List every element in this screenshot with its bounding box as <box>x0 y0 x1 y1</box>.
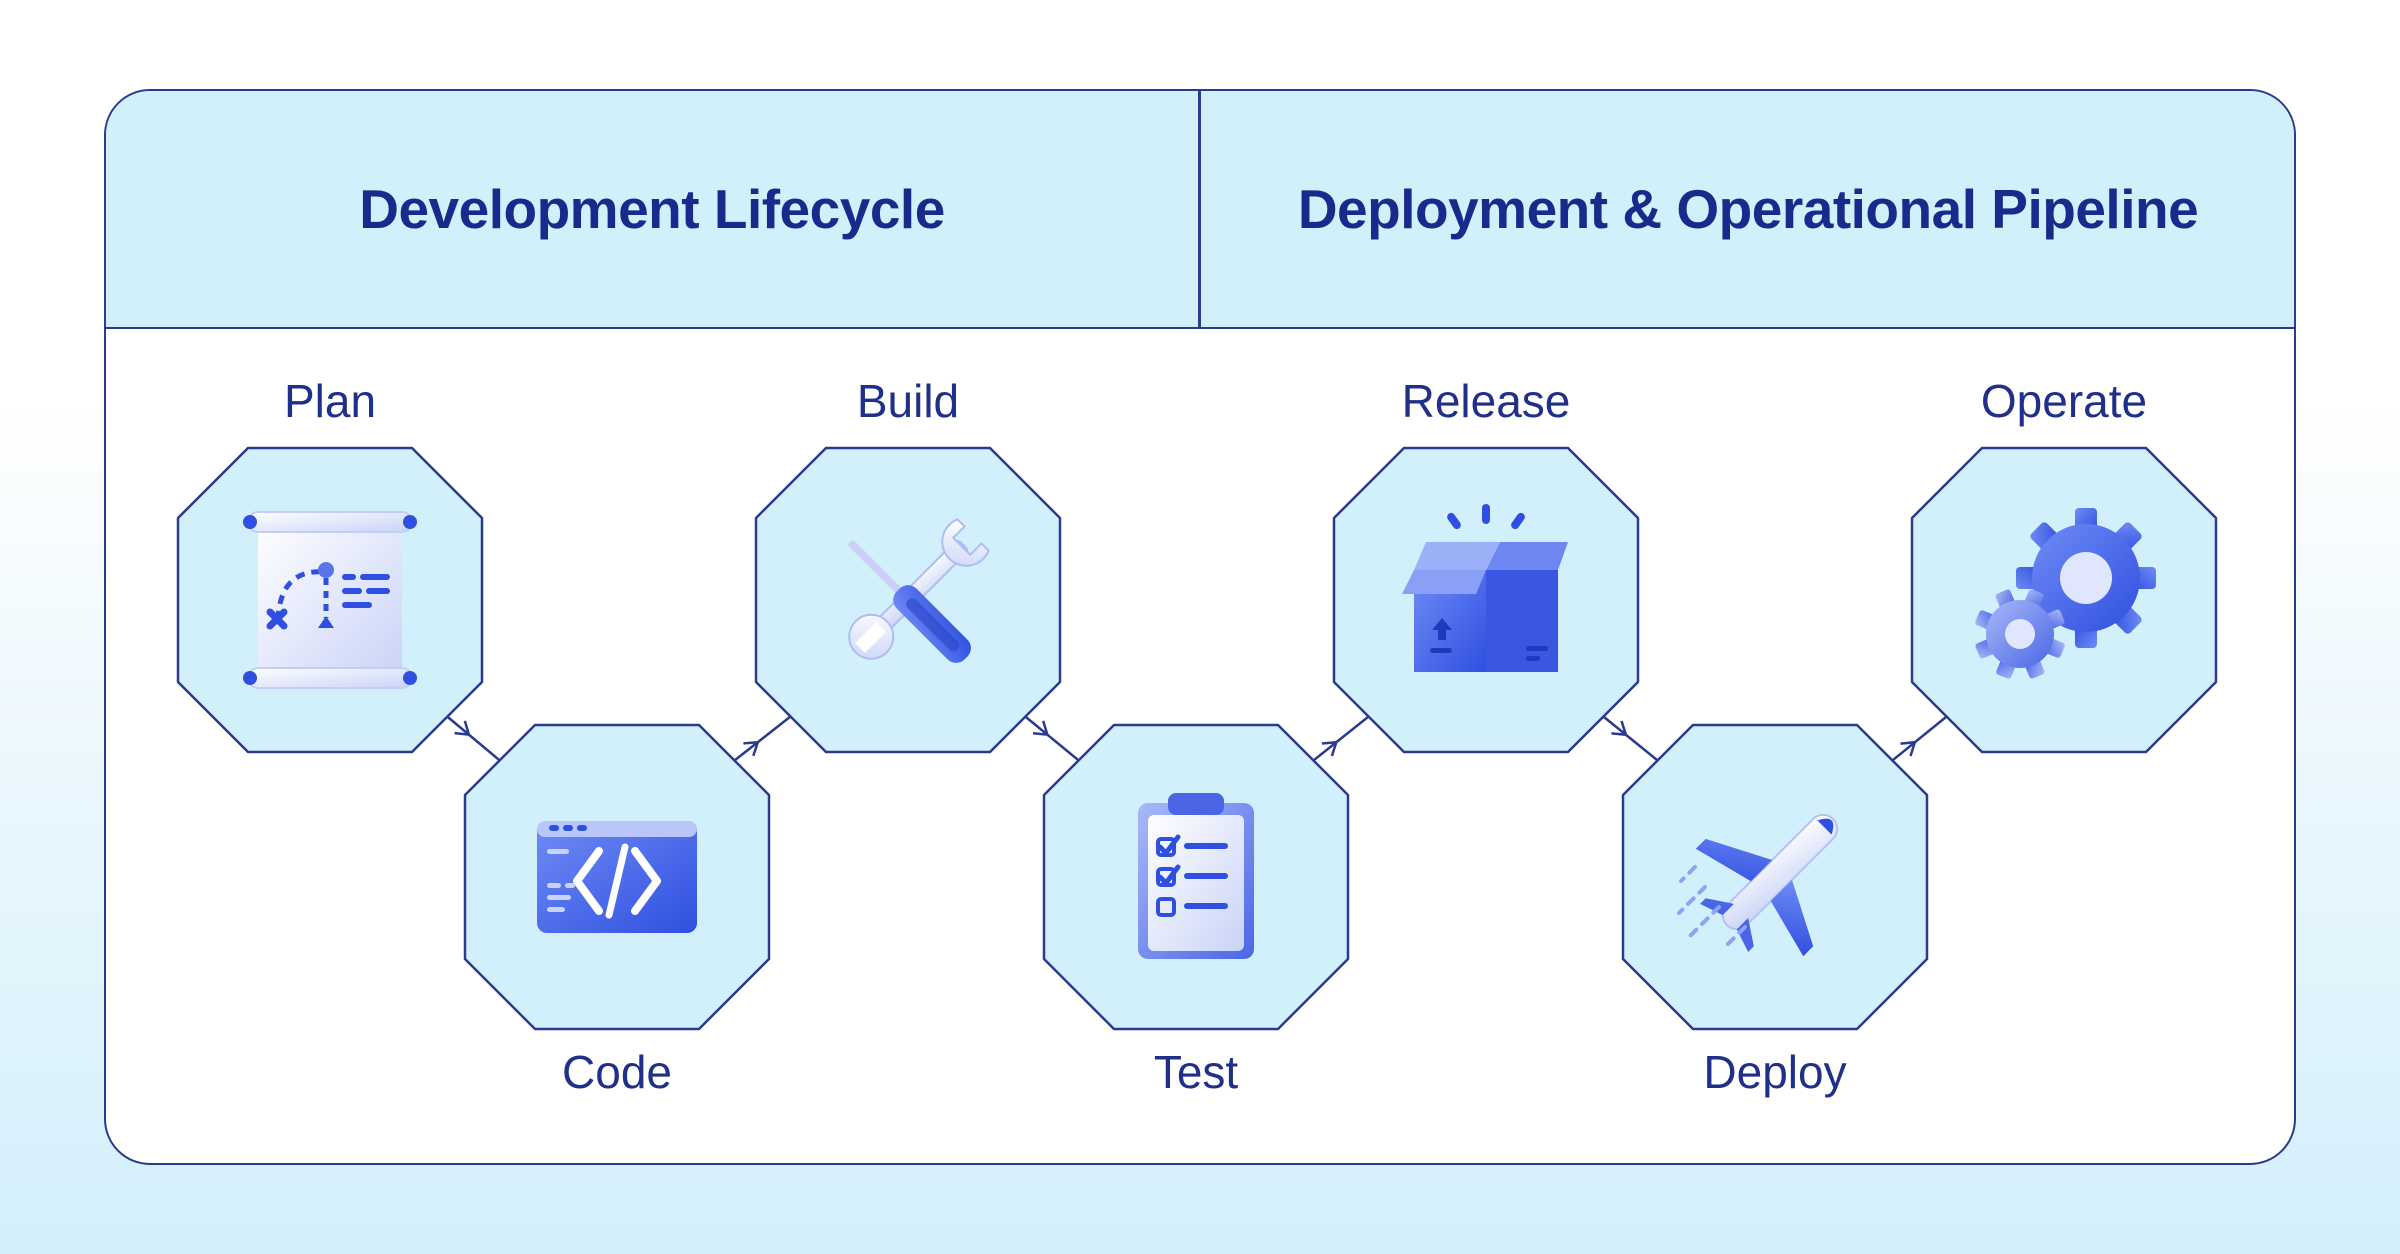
connector-arrow-icon <box>454 720 471 736</box>
stage-label-release: Release <box>1401 375 1571 427</box>
connector-line <box>442 712 505 765</box>
stage-node-build <box>754 446 1062 754</box>
connector-arrow-icon <box>1032 720 1049 736</box>
stage-node-operate <box>1910 446 2218 754</box>
connector-arrow-icon <box>1900 741 1917 757</box>
stage-node-plan <box>176 446 484 754</box>
stage-node-test <box>1042 723 1350 1031</box>
development-lifecycle-title: Development Lifecycle <box>359 178 945 240</box>
stage-label-plan: Plan <box>283 375 377 427</box>
connector-arrow-icon <box>1611 720 1628 736</box>
stage-label-build: Build <box>856 375 960 427</box>
stage-node-code <box>463 723 771 1031</box>
stage-label-code: Code <box>562 1046 672 1098</box>
connector-line <box>729 712 796 765</box>
gears-icon <box>1975 508 2156 679</box>
connector-line <box>1020 712 1084 765</box>
card-header: Development Lifecycle Deployment & Opera… <box>106 91 2294 329</box>
code-window-icon <box>537 821 697 933</box>
stage-label-test: Test <box>1153 1046 1239 1098</box>
connector-line <box>1308 712 1374 765</box>
connectors <box>442 712 1952 765</box>
wrench-screwdriver-icon <box>848 518 990 663</box>
connector-line <box>1598 712 1663 765</box>
stage-label-deploy: Deploy <box>1703 1046 1847 1098</box>
airplane-icon <box>1677 813 1839 957</box>
connector-arrow-icon <box>743 740 760 757</box>
stage-node-release <box>1332 446 1640 754</box>
stage-label-operate: Operate <box>1980 375 2148 427</box>
deployment-pipeline-title: Deployment & Operational Pipeline <box>1297 178 2199 240</box>
connector-line <box>1887 712 1952 765</box>
checklist-clipboard-icon <box>1138 793 1254 959</box>
package-box-icon <box>1402 504 1568 672</box>
roadmap-scroll-icon <box>243 511 417 689</box>
stage-node-deploy <box>1621 723 1929 1031</box>
connector-arrow-icon <box>1321 740 1338 757</box>
header-divider <box>1198 91 1201 327</box>
